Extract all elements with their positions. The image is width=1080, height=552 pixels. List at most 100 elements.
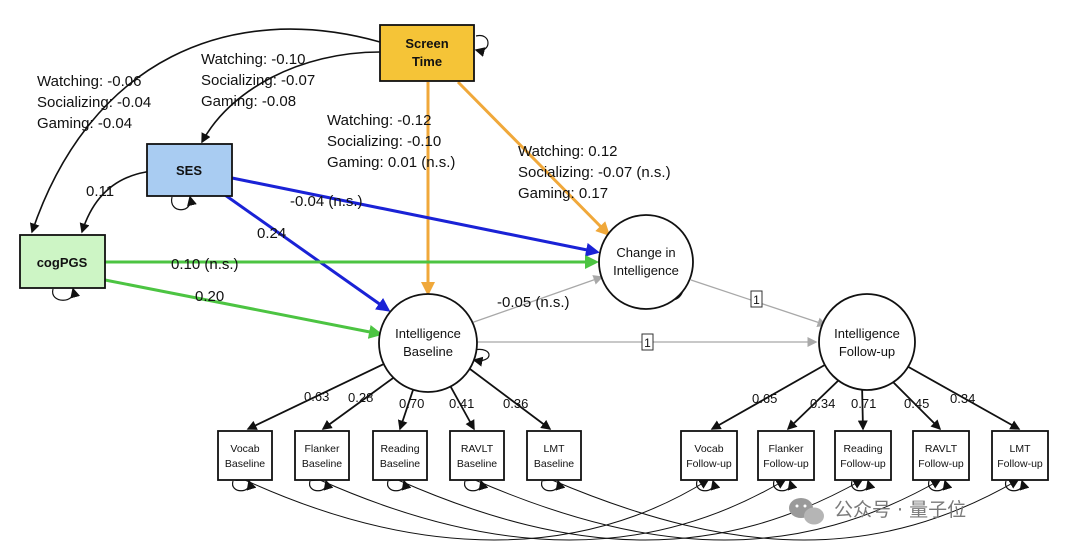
residual-ses xyxy=(171,195,197,211)
label-st-cog-watching: Watching: -0.06 xyxy=(37,73,142,90)
reading-baseline-label-1: Reading xyxy=(380,443,419,455)
label-cog-base: 0.20 xyxy=(195,288,224,305)
label-st-change-watching: Watching: 0.12 xyxy=(518,143,618,160)
change-in-intelligence-node: Change in Intelligence xyxy=(598,214,694,310)
covariance-lmt xyxy=(542,472,1020,541)
ravlt-baseline-label-2: Baseline xyxy=(457,458,497,470)
residual-lmt-baseline xyxy=(541,479,566,492)
path-screentime-to-change xyxy=(456,80,611,237)
flanker-followup-label-2: Follow-up xyxy=(763,458,809,470)
loading-arrow-ravlt-followup xyxy=(889,378,942,431)
reading-followup-label-2: Follow-up xyxy=(840,458,886,470)
vocab-baseline-label-1: Vocab xyxy=(230,443,259,455)
ravlt-baseline-node: RAVLT Baseline xyxy=(449,430,505,481)
loading-arrow-ravlt-baseline xyxy=(446,379,475,431)
loading-arrow-reading-followup xyxy=(857,383,868,431)
followup-label-1: Intelligence xyxy=(834,326,900,341)
baseline-test-boxes: Vocab Baseline Flanker Baseline Reading … xyxy=(217,430,582,481)
label-ses-change: -0.04 (n.s.) xyxy=(290,193,363,210)
label-ses-cog: 0.11 xyxy=(86,183,114,200)
loading-arrow-vocab-baseline xyxy=(246,361,389,430)
vocab-followup-label-1: Vocab xyxy=(694,443,723,455)
lmt-followup-label-2: Follow-up xyxy=(997,458,1043,470)
loading-lmt-followup: 0.34 xyxy=(950,391,975,406)
ravlt-followup-label-1: RAVLT xyxy=(925,443,958,455)
path-ses-cogpgs-covariance xyxy=(79,165,156,234)
screen-time-label-2: Time xyxy=(412,54,442,69)
flanker-followup-node: Flanker Follow-up xyxy=(757,430,815,481)
path-ses-to-baseline xyxy=(224,193,391,312)
residual-flanker-baseline xyxy=(309,479,334,492)
covariance-vocab xyxy=(235,471,710,541)
reading-followup-label-1: Reading xyxy=(843,443,882,455)
label-base-change: -0.05 (n.s.) xyxy=(497,294,570,311)
followup-loading-labels: 0.65 0.34 0.71 0.45 0.34 xyxy=(752,391,975,411)
loading-arrow-lmt-baseline xyxy=(465,365,552,430)
loading-arrow-flanker-followup xyxy=(786,376,843,431)
ravlt-followup-node: RAVLT Follow-up xyxy=(912,430,970,481)
label-st-ses-socializing: Socializing: -0.07 xyxy=(201,72,315,89)
residual-lmt-followup xyxy=(1005,479,1030,492)
residual-vocab-followup xyxy=(696,479,721,492)
path-screentime-to-ses xyxy=(201,51,381,144)
baseline-loading-labels: 0.63 0.28 0.70 0.41 0.36 xyxy=(304,389,528,411)
residual-cogpgs xyxy=(52,287,81,301)
loading-vocab-followup: 0.65 xyxy=(752,391,777,406)
reading-followup-node: Reading Follow-up xyxy=(834,430,892,481)
followup-loading-arrows xyxy=(710,361,1021,431)
ravlt-followup-label-2: Follow-up xyxy=(918,458,964,470)
residual-loops xyxy=(52,35,1030,492)
loading-arrow-reading-baseline xyxy=(397,383,416,431)
loading-flanker-baseline: 0.28 xyxy=(348,390,373,405)
loading-reading-baseline: 0.70 xyxy=(399,396,424,411)
label-st-base-gaming: Gaming: 0.01 (n.s.) xyxy=(327,154,455,171)
vocab-baseline-node: Vocab Baseline xyxy=(217,430,273,481)
screen-time-node: Screen Time xyxy=(379,24,475,82)
flanker-baseline-label-1: Flanker xyxy=(304,443,340,455)
vocab-baseline-label-2: Baseline xyxy=(225,458,265,470)
residual-vocab-baseline xyxy=(232,479,257,492)
test-covariance-arcs xyxy=(235,471,1020,541)
label-st-ses-watching: Watching: -0.10 xyxy=(201,51,306,68)
loading-vocab-baseline: 0.63 xyxy=(304,389,329,404)
change-label-1: Change in xyxy=(616,245,675,260)
followup-label-2: Follow-up xyxy=(839,344,895,359)
loading-ravlt-followup: 0.45 xyxy=(904,396,929,411)
lmt-baseline-label-1: LMT xyxy=(544,443,566,455)
ravlt-baseline-label-1: RAVLT xyxy=(461,443,494,455)
wechat-icon xyxy=(789,498,824,525)
reading-baseline-node: Reading Baseline xyxy=(372,430,428,481)
residual-baseline xyxy=(472,348,490,367)
loading-lmt-baseline: 0.36 xyxy=(503,396,528,411)
flanker-baseline-label-2: Baseline xyxy=(302,458,342,470)
fixed-one-label-2: 1 xyxy=(644,336,651,350)
residual-reading-followup xyxy=(851,479,876,492)
covariance-ravlt xyxy=(465,472,942,541)
loading-arrow-flanker-baseline xyxy=(321,372,401,430)
cogpgs-node: cogPGS xyxy=(19,234,106,289)
lmt-baseline-node: LMT Baseline xyxy=(526,430,582,481)
followup-test-boxes: Vocab Follow-up Flanker Follow-up Readin… xyxy=(680,430,1049,481)
label-st-ses-gaming: Gaming: -0.08 xyxy=(201,93,296,110)
intelligence-baseline-node: Intelligence Baseline xyxy=(378,293,478,393)
loading-ravlt-baseline: 0.41 xyxy=(449,396,474,411)
residual-ravlt-baseline xyxy=(464,479,489,492)
flanker-followup-label-1: Flanker xyxy=(768,443,804,455)
fixed-one-label-1: 1 xyxy=(753,293,760,307)
loading-arrow-vocab-followup xyxy=(710,361,831,430)
label-st-cog-socializing: Socializing: -0.04 xyxy=(37,94,151,111)
covariance-flanker xyxy=(310,471,787,541)
cogpgs-label: cogPGS xyxy=(37,255,88,270)
path-screentime-to-cogpgs xyxy=(29,28,390,234)
watermark: 公众号 · 量子位 xyxy=(789,498,966,525)
residual-reading-baseline xyxy=(387,479,412,492)
loading-flanker-followup: 0.34 xyxy=(810,396,835,411)
residual-ravlt-followup xyxy=(928,479,953,492)
baseline-loading-arrows xyxy=(246,361,552,431)
fixed-one-change-followup: 1 xyxy=(750,290,763,308)
label-ses-base: 0.24 xyxy=(257,225,286,242)
loading-reading-followup: 0.71 xyxy=(851,396,876,411)
reading-baseline-label-2: Baseline xyxy=(380,458,420,470)
baseline-label-2: Baseline xyxy=(403,344,453,359)
loading-arrow-lmt-followup xyxy=(904,364,1021,430)
